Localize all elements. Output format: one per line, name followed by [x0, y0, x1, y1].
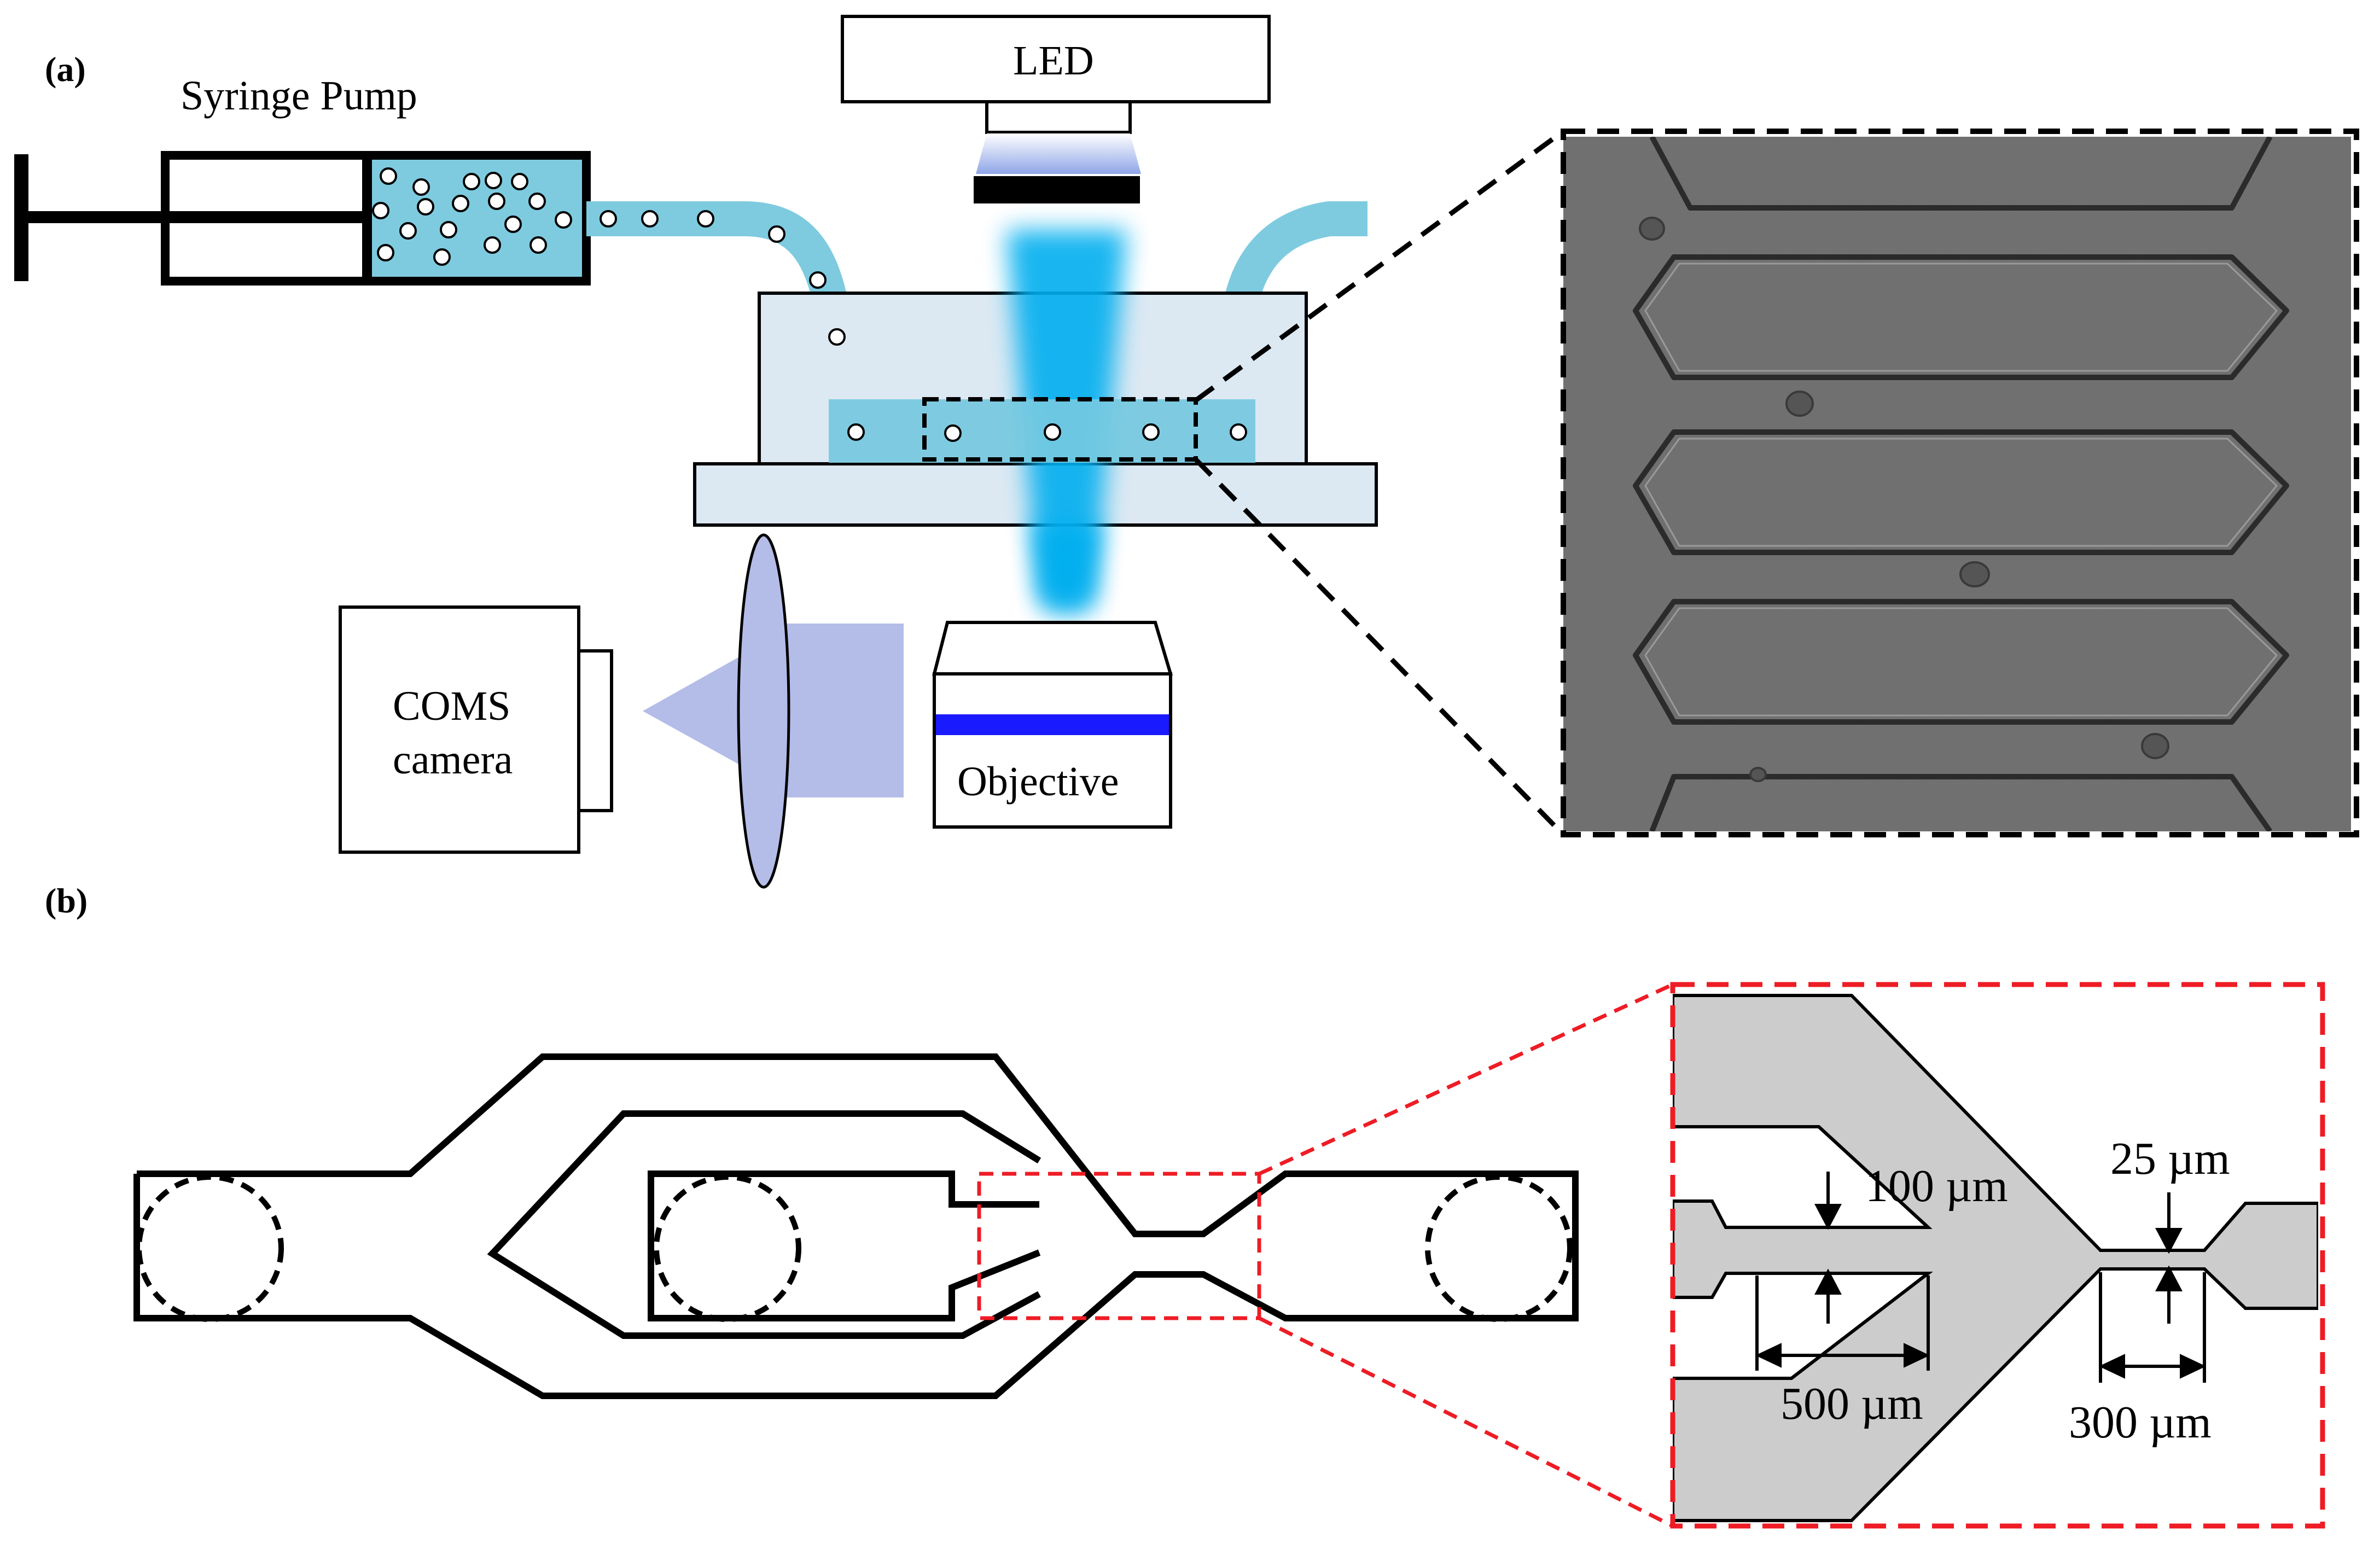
- syringe-pump: [14, 151, 591, 286]
- dim-gap-arrows: [1814, 1172, 1842, 1324]
- dim-channel-length-arrows: [1755, 1276, 1930, 1371]
- ports: [136, 1174, 1573, 1322]
- constriction-roi-box: [977, 1172, 1261, 1320]
- objective: [932, 621, 1173, 829]
- syringe-pump-label: Syringe Pump: [181, 73, 417, 119]
- camera: [339, 605, 613, 854]
- dim-constriction-width-arrows: [2155, 1192, 2183, 1324]
- camera-label-line2: camera: [393, 737, 513, 783]
- lens: [737, 533, 790, 889]
- chip-roi-box: [922, 397, 1198, 462]
- objective-label: Objective: [957, 759, 1119, 805]
- led-label: LED: [1013, 38, 1094, 84]
- dim-constriction-length-arrows: [2098, 1272, 2207, 1383]
- zoom-lines-b: [1258, 982, 1674, 1528]
- channel-layout: [133, 1053, 1579, 1399]
- panel-a-label: (a): [45, 50, 86, 89]
- zoom-lines-a: [1194, 129, 1566, 837]
- dim-gap-label: 100 µm: [1865, 1161, 2008, 1212]
- micrograph: [1563, 137, 2351, 831]
- led-source: [841, 15, 1271, 203]
- cells: [372, 167, 1247, 442]
- constriction-detail-frame: [1670, 982, 2325, 1529]
- panel-b-label: (b): [45, 881, 88, 920]
- dim-channel-length-label: 500 µm: [1780, 1378, 1923, 1429]
- dim-constriction-width-label: 25 µm: [2110, 1133, 2230, 1184]
- panel-b: (b): [45, 881, 2325, 1529]
- dim-constriction-length-label: 300 µm: [2069, 1397, 2212, 1448]
- panel-a: (a) Syringe Pump: [14, 15, 2359, 889]
- camera-label-line1: COMS: [393, 683, 510, 729]
- constriction-detail: [1673, 989, 2318, 1525]
